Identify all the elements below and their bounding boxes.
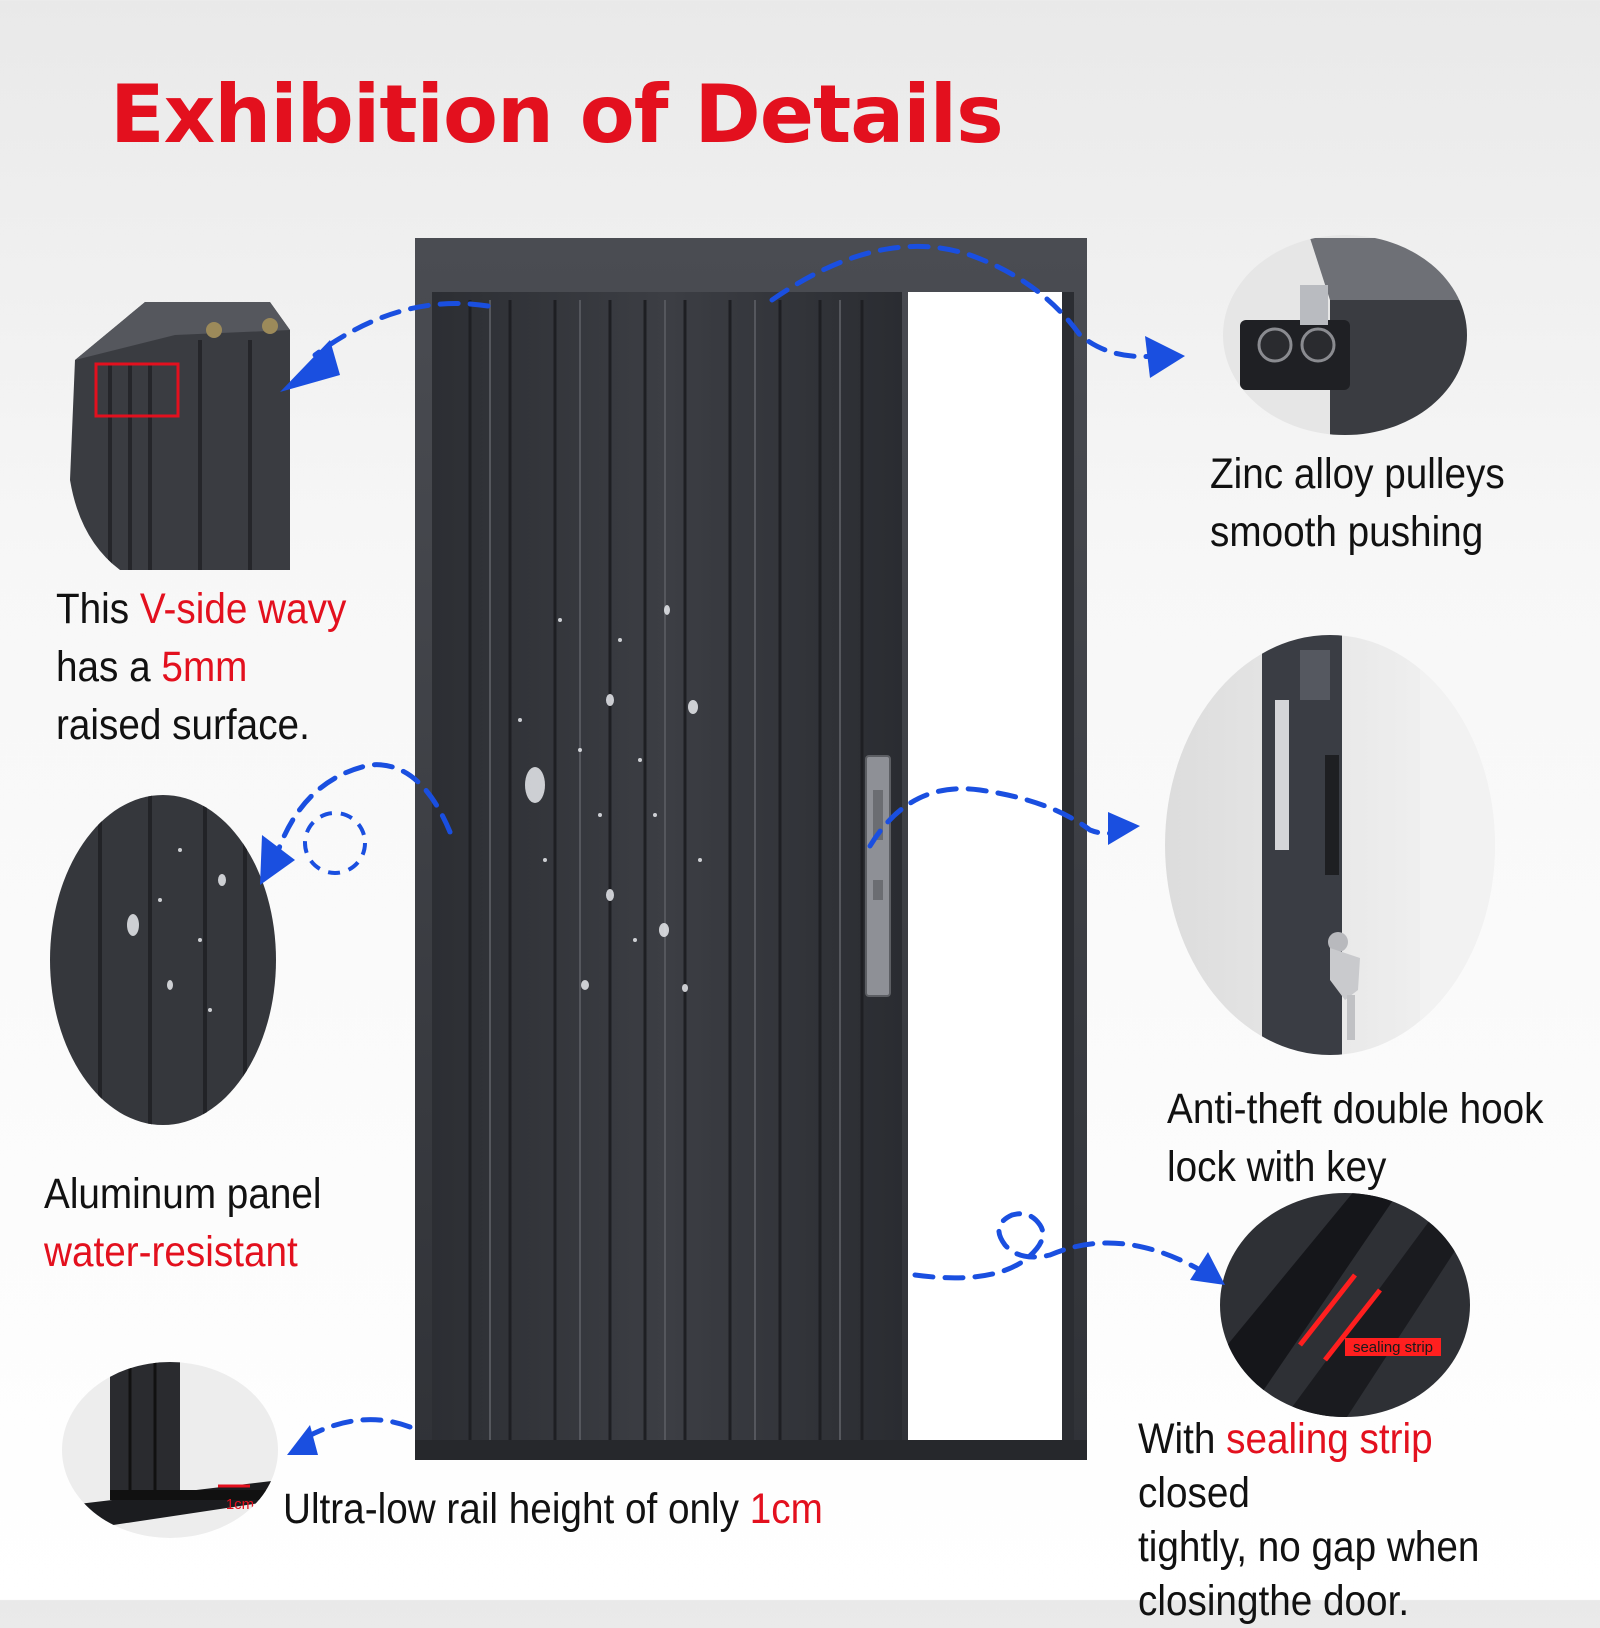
detail-sealing-strip: sealing strip [1220, 1193, 1470, 1417]
caption-water-resistant: Aluminum panel water-resistant [44, 1165, 321, 1281]
caption-rail-pre: Ultra-low rail height of only [283, 1485, 750, 1533]
caption-water-highlight: water-resistant [44, 1228, 298, 1276]
caption-vside-post: raised surface. [56, 701, 310, 749]
detail-water-panel [50, 795, 276, 1125]
arrowheads [260, 336, 1225, 1455]
detail-pulley [1223, 235, 1467, 435]
page-title: Exhibition of Details [110, 68, 1004, 161]
caption-vside-pre: This [56, 585, 140, 633]
caption-vside-wavy: This V-side wavy has a 5mm raised surface. [56, 580, 346, 754]
caption-lock: Anti-theft double hook lock with key [1167, 1080, 1544, 1196]
caption-seal-line2: tightly, no gap when [1138, 1523, 1480, 1571]
caption-seal-highlight: sealing strip [1226, 1415, 1433, 1463]
caption-vside-mid: has a [56, 643, 162, 691]
caption-lock-line1: Anti-theft double hook [1167, 1085, 1544, 1133]
folding-door [415, 238, 1087, 1460]
caption-pulley-line1: Zinc alloy pulleys [1210, 450, 1505, 498]
caption-seal-pre: With [1138, 1415, 1227, 1463]
caption-pulley-line2: smooth pushing [1210, 508, 1484, 556]
detail-rail: 1cm [62, 1362, 278, 1538]
caption-seal-post: closed [1138, 1469, 1250, 1517]
caption-rail: Ultra-low rail height of only 1cm [283, 1480, 823, 1538]
caption-pulley: Zinc alloy pulleys smooth pushing [1210, 445, 1505, 561]
rail-1cm-tag: 1cm [226, 1496, 254, 1513]
caption-water-line1: Aluminum panel [44, 1170, 322, 1218]
detail-vside-profile [70, 302, 290, 570]
caption-lock-line2: lock with key [1167, 1143, 1387, 1191]
callout-loops [303, 811, 367, 875]
sealing-strip-tag: sealing strip [1353, 1339, 1433, 1356]
callout-arrows [272, 243, 1203, 1441]
detail-lock [1165, 635, 1495, 1055]
caption-vside-highlight: V-side wavy [139, 585, 347, 633]
caption-rail-1cm: 1cm [749, 1485, 823, 1533]
caption-seal-line3: closingthe door. [1138, 1577, 1410, 1625]
caption-vside-5mm: 5mm [161, 643, 248, 691]
caption-seal: With sealing strip closed tightly, no gap… [1138, 1412, 1554, 1628]
